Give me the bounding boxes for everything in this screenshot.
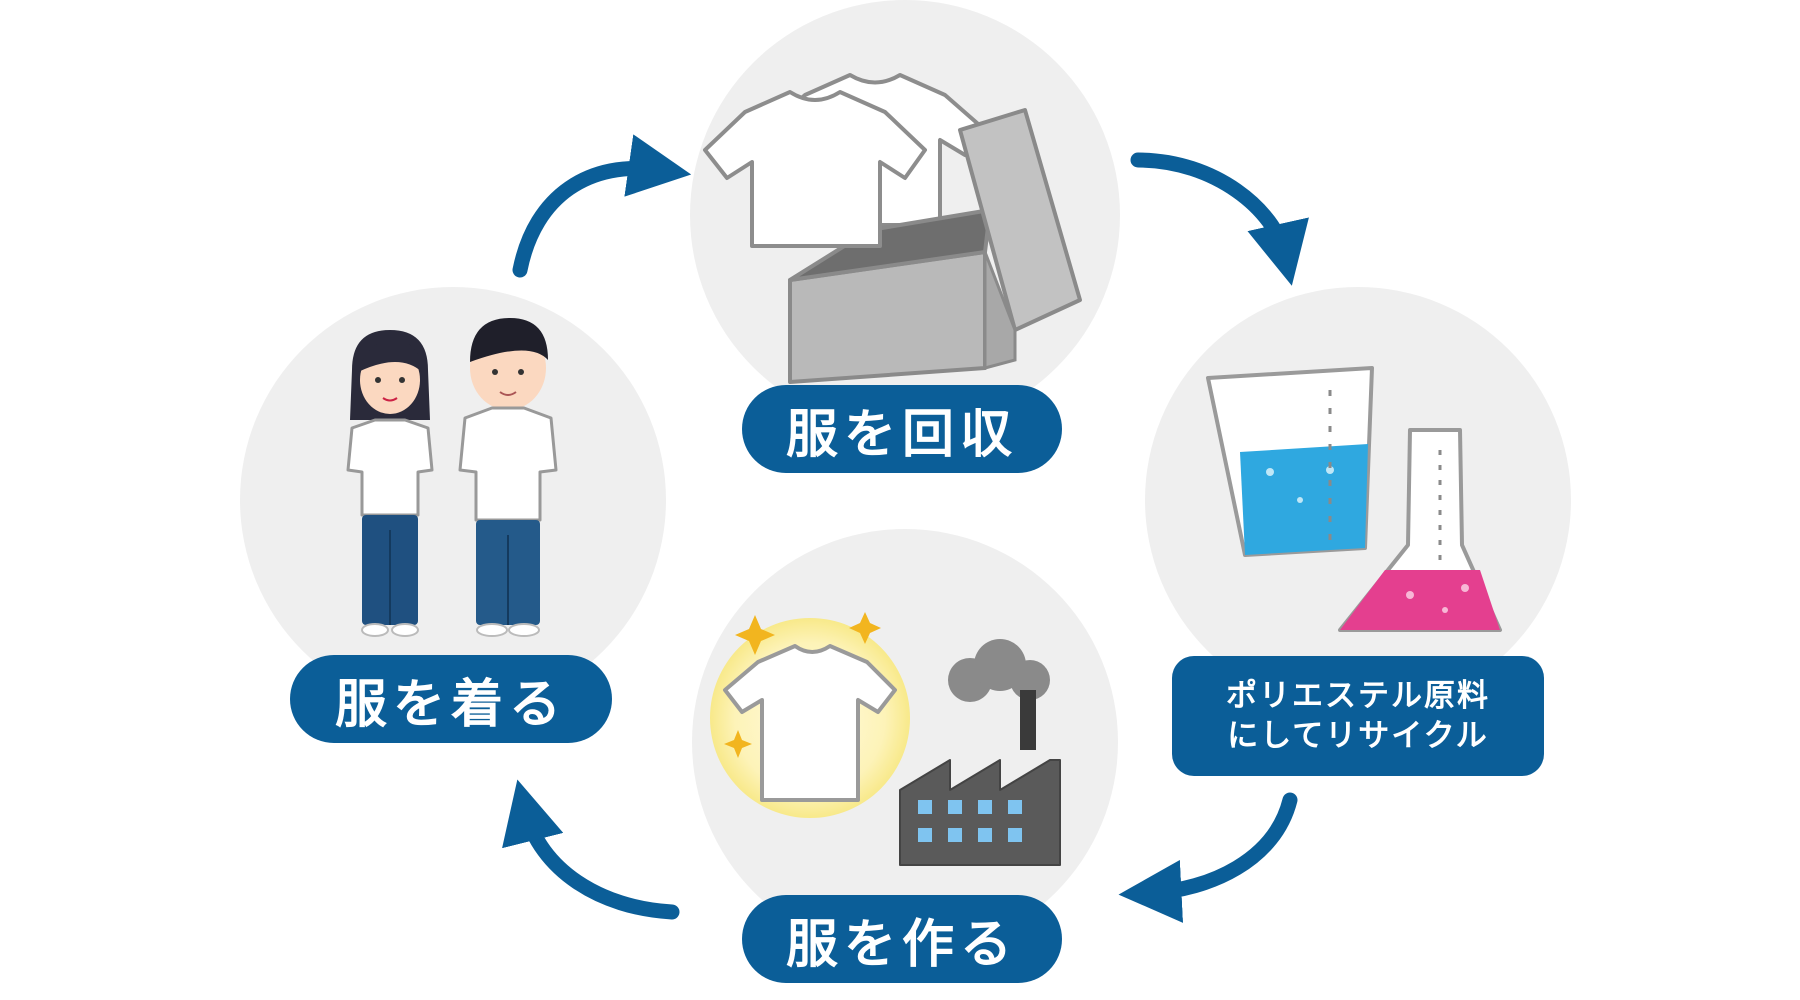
shirt-and-factory-icon	[710, 612, 1061, 866]
people-wearing-tshirts-icon	[346, 318, 558, 637]
arrow-collect-to-recycle	[1130, 152, 1309, 286]
beaker-and-flask-icon	[1206, 366, 1502, 632]
recycle-label: ポリエステル原料 にしてリサイクル	[1172, 656, 1544, 776]
make-label-text: 服を作る	[785, 914, 1018, 975]
arrow-wear-to-collect	[512, 134, 692, 278]
make-label: 服を作る	[742, 895, 1062, 983]
arrow-recycle-to-make	[1118, 792, 1298, 923]
collect-label: 服を回収	[742, 385, 1062, 473]
wear-circle	[240, 287, 666, 713]
recycle-label-line1: ポリエステル原料	[1226, 677, 1490, 714]
recycle-label-line2: にしてリサイクル	[1227, 718, 1489, 754]
wear-label: 服を着る	[290, 655, 612, 743]
wear-label-text: 服を着る	[334, 674, 567, 735]
arrow-make-to-wear	[502, 779, 680, 920]
collect-label-text: 服を回収	[785, 404, 1018, 465]
tshirts-in-box-icon	[703, 73, 1082, 384]
